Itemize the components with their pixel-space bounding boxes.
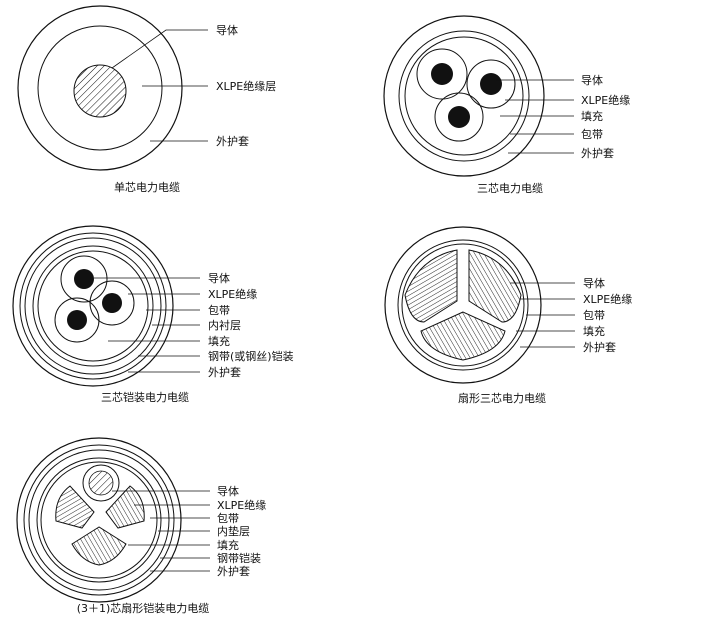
label-xlpe-insulation: XLPE绝缘 — [581, 93, 630, 107]
label-xlpe-insulation: XLPE绝缘 — [217, 498, 266, 512]
core-bottom — [434, 92, 484, 142]
label-outer-sheath: 外护套 — [583, 340, 616, 354]
label-inner-padding: 内垫层 — [217, 524, 250, 538]
outer-sheath-ring — [383, 15, 545, 177]
core-right — [466, 59, 516, 109]
label-filler: 填充 — [217, 538, 239, 552]
label-conductor: 导体 — [216, 23, 238, 37]
label-filler: 填充 — [583, 324, 605, 338]
outer-sheath-ring — [384, 226, 542, 384]
label-tape: 包带 — [217, 512, 239, 525]
armor-inner-ring — [24, 237, 162, 375]
tape-ring — [40, 461, 158, 579]
tape-ring — [397, 239, 529, 371]
label-outer-sheath: 外护套 — [208, 365, 241, 379]
core-top-left — [416, 48, 468, 100]
label-steel-tape-armor: 钢带铠装 — [217, 551, 261, 565]
label-xlpe-insulation-layer: XLPE绝缘层 — [216, 79, 276, 93]
core-right — [89, 280, 135, 326]
conductor-core — [73, 64, 127, 118]
armor-outer-ring — [19, 232, 167, 380]
label-outer-sheath: 外护套 — [581, 146, 614, 160]
label-tape: 包带 — [581, 128, 603, 141]
tape-ring — [398, 30, 530, 162]
label-conductor: 导体 — [217, 484, 239, 498]
label-tape: 包带 — [583, 309, 605, 322]
sector-3plus1-armored-cable: 导体 XLPE绝缘 包带 内垫层 填充 钢带铠装 外护套 (3＋1)芯扇形铠装电… — [16, 437, 266, 615]
tape-ring — [37, 250, 149, 362]
caption-three-core: 三芯电力电缆 — [477, 181, 543, 195]
label-xlpe-insulation: XLPE绝缘 — [208, 287, 257, 301]
label-tape: 包带 — [208, 304, 230, 317]
label-xlpe-insulation: XLPE绝缘 — [583, 292, 632, 306]
single-core-cable: 导体 XLPE绝缘层 外护套 单芯电力电缆 — [17, 5, 276, 194]
caption-sector-3plus1-armored: (3＋1)芯扇形铠装电力电缆 — [77, 601, 210, 615]
insulation-ring — [37, 25, 163, 151]
caption-single-core: 单芯电力电缆 — [114, 180, 180, 194]
filler-ring — [401, 243, 525, 367]
sector-core-right — [468, 249, 522, 323]
three-core-cable: 导体 XLPE绝缘 填充 包带 外护套 三芯电力电缆 — [383, 15, 630, 195]
core-top-round — [82, 464, 120, 502]
label-outer-sheath: 外护套 — [217, 564, 250, 578]
label-conductor: 导体 — [581, 73, 603, 87]
label-filler: 填充 — [208, 334, 230, 348]
armor-outer-ring — [23, 444, 175, 596]
outer-sheath-ring — [17, 5, 183, 171]
label-conductor: 导体 — [208, 271, 230, 285]
label-filler: 填充 — [581, 109, 603, 123]
armor-inner-ring — [28, 449, 170, 591]
sector-core-left — [55, 485, 95, 529]
caption-sector-three-core: 扇形三芯电力电缆 — [458, 391, 546, 405]
sector-core-left — [404, 249, 458, 323]
caption-three-core-armored: 三芯铠装电力电缆 — [101, 390, 189, 404]
label-inner-lining: 内衬层 — [208, 318, 241, 332]
inner-padding-ring — [36, 457, 162, 583]
sector-core-bottom — [71, 526, 127, 566]
sector-core-bottom — [420, 311, 506, 361]
label-conductor: 导体 — [583, 276, 605, 290]
core-bottom-left — [54, 297, 100, 343]
label-steel-armor: 钢带(或钢丝)铠装 — [208, 349, 294, 363]
filler-ring — [404, 36, 524, 156]
sector-three-core-cable: 导体 XLPE绝缘 包带 填充 外护套 扇形三芯电力电缆 — [384, 226, 632, 405]
inner-lining-ring — [32, 245, 154, 367]
sector-core-right — [105, 485, 145, 529]
outer-sheath-ring — [16, 437, 182, 603]
three-core-armored-cable: 导体 XLPE绝缘 包带 内衬层 填充 钢带(或钢丝)铠装 外护套 三芯铠装电力… — [12, 225, 294, 404]
outer-sheath-ring — [12, 225, 174, 387]
label-outer-sheath: 外护套 — [216, 134, 249, 148]
core-top — [60, 255, 108, 303]
